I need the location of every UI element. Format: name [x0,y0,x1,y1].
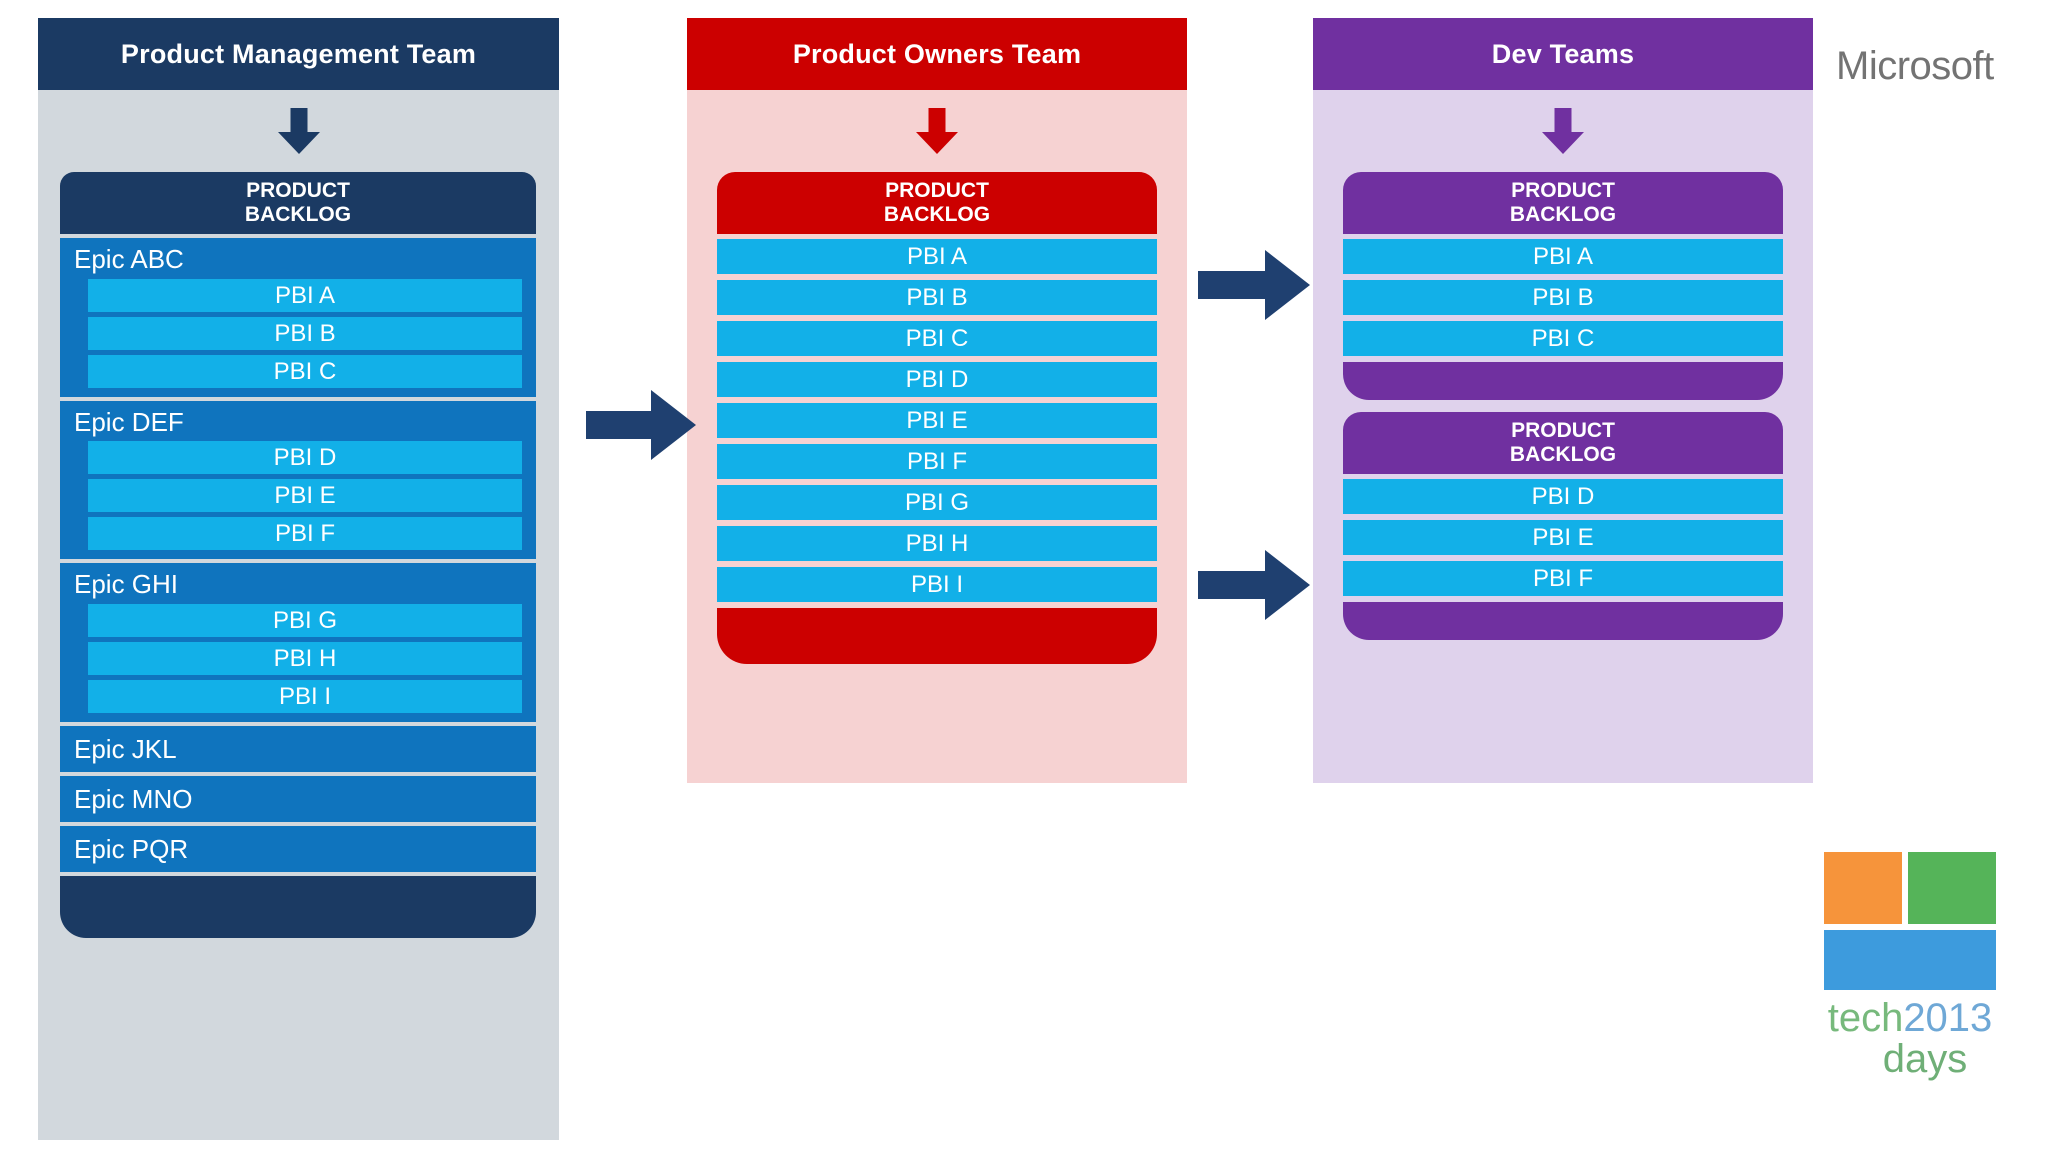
pbi-chip[interactable]: PBI B [717,280,1157,315]
pbi-chip[interactable]: PBI H [88,641,522,675]
epic-row[interactable]: Epic MNO [60,775,536,822]
pbi-chip[interactable]: PBI C [717,321,1157,356]
techdays-wordmark: tech2013 days [1824,998,1996,1080]
backlog-cap-line1: PRODUCT [1511,179,1615,203]
arrow-pm-to-po [586,390,696,460]
backlog-cap-line1: PRODUCT [885,179,989,203]
backlog-dev-team-1: PRODUCT BACKLOG PBI A PBI B PBI C [1343,172,1783,400]
lane-dev-teams: Dev Teams PRODUCT BACKLOG PBI A PBI B PB… [1313,18,1813,783]
backlog-foot [60,875,536,938]
techdays-tiles [1824,852,1996,990]
epic-label: Epic ABC [74,244,184,274]
techdays-logo: tech2013 days [1824,852,1996,1092]
lane-title: Product Owners Team [792,38,1082,69]
lane-body-product-owners-team: PRODUCT BACKLOG PBI A PBI B PBI C PBI D … [687,90,1187,783]
pbi-chip[interactable]: PBI I [88,679,522,713]
backlog-items: PBI A PBI B PBI C [1343,234,1783,356]
epic-label: Epic DEF [74,406,184,437]
backlog-cap-line1: PRODUCT [246,179,350,203]
epic-items: PBI D PBI E PBI F [60,441,536,559]
pbi-chip[interactable]: PBI A [1343,239,1783,274]
pbi-chip[interactable]: PBI F [88,517,522,550]
tile-green-icon [1908,852,1996,924]
pbi-chip[interactable]: PBI F [717,444,1157,479]
pbi-chip[interactable]: PBI F [1343,561,1783,596]
backlog-cap-line2: BACKLOG [1509,443,1617,466]
lane-header-dev-teams: Dev Teams [1313,18,1813,90]
techdays-tech-text: tech [1827,996,1904,1040]
backlog-dev-team-2: PRODUCT BACKLOG PBI D PBI E PBI F [1343,412,1783,640]
epic-row[interactable]: Epic JKL [60,725,536,772]
backlog-items: PBI D PBI E PBI F [1343,474,1783,596]
epic-group[interactable]: Epic DEF PBI D PBI E PBI F [60,400,536,559]
tile-blue-icon [1824,930,1996,990]
lane-product-management-team: Product Management Team PRODUCT BACKLOG … [38,18,559,1140]
lane-body-product-management-team: PRODUCT BACKLOG Epic ABC PBI A PBI B PBI… [38,90,559,1140]
lane-title: Product Management Team [120,38,477,69]
microsoft-logo: Microsoft [1836,44,1994,88]
epic-group[interactable]: Epic GHI PBI G PBI H PBI I [60,563,536,722]
arrow-down-icon [277,108,321,154]
pbi-chip[interactable]: PBI D [717,362,1157,397]
pbi-chip[interactable]: PBI D [1343,479,1783,514]
arrow-po-to-dev-team1 [1198,250,1310,320]
backlog-product-management: PRODUCT BACKLOG Epic ABC PBI A PBI B PBI… [60,172,536,938]
backlog-cap: PRODUCT BACKLOG [1343,172,1783,234]
pbi-chip[interactable]: PBI B [1343,280,1783,315]
backlog-cap-line2: BACKLOG [1509,203,1617,226]
pbi-chip[interactable]: PBI G [717,485,1157,520]
backlog-product-owners: PRODUCT BACKLOG PBI A PBI B PBI C PBI D … [717,172,1157,664]
arrow-down-icon [915,108,959,154]
backlog-cap: PRODUCT BACKLOG [1343,412,1783,474]
backlog-cap-line2: BACKLOG [244,203,352,226]
backlog-foot [1343,362,1783,400]
pbi-chip[interactable]: PBI G [88,603,522,637]
backlog-cap: PRODUCT BACKLOG [60,172,536,234]
tile-orange-icon [1824,852,1902,924]
pbi-chip[interactable]: PBI E [717,403,1157,438]
techdays-year-text: 2013 [1903,996,1993,1040]
backlog-foot [1343,602,1783,640]
backlog-foot [717,608,1157,664]
pbi-chip[interactable]: PBI C [88,354,522,388]
arrow-po-to-dev-team2 [1198,550,1310,620]
pbi-chip[interactable]: PBI B [88,316,522,350]
lane-header-product-owners-team: Product Owners Team [687,18,1187,90]
lane-body-dev-teams: PRODUCT BACKLOG PBI A PBI B PBI C PRODUC… [1313,90,1813,783]
techdays-days-text: days [1882,1037,1968,1081]
epic-group[interactable]: Epic ABC PBI A PBI B PBI C [60,238,536,397]
lane-product-owners-team: Product Owners Team PRODUCT BACKLOG PBI … [687,18,1187,783]
lane-title: Dev Teams [1491,38,1635,69]
backlog-cap-line2: BACKLOG [883,203,991,226]
arrow-right-icon [651,390,696,460]
pbi-chip[interactable]: PBI A [717,239,1157,274]
epic-row[interactable]: Epic PQR [60,825,536,872]
epic-items: PBI A PBI B PBI C [60,278,536,397]
pbi-chip[interactable]: PBI E [88,479,522,512]
backlog-cap-line1: PRODUCT [1511,419,1615,443]
pbi-chip[interactable]: PBI I [717,567,1157,602]
pbi-chip[interactable]: PBI E [1343,520,1783,555]
backlog-cap: PRODUCT BACKLOG [717,172,1157,234]
pbi-chip[interactable]: PBI A [88,278,522,312]
epic-items: PBI G PBI H PBI I [60,603,536,722]
pbi-chip[interactable]: PBI H [717,526,1157,561]
pbi-chip[interactable]: PBI D [88,441,522,474]
arrow-right-icon [1265,550,1310,620]
epic-label: Epic GHI [74,569,179,599]
arrow-down-icon [1541,108,1585,154]
backlog-items: PBI A PBI B PBI C PBI D PBI E PBI F PBI … [717,234,1157,602]
lane-header-product-management-team: Product Management Team [38,18,559,90]
pbi-chip[interactable]: PBI C [1343,321,1783,356]
arrow-right-icon [1265,250,1310,320]
